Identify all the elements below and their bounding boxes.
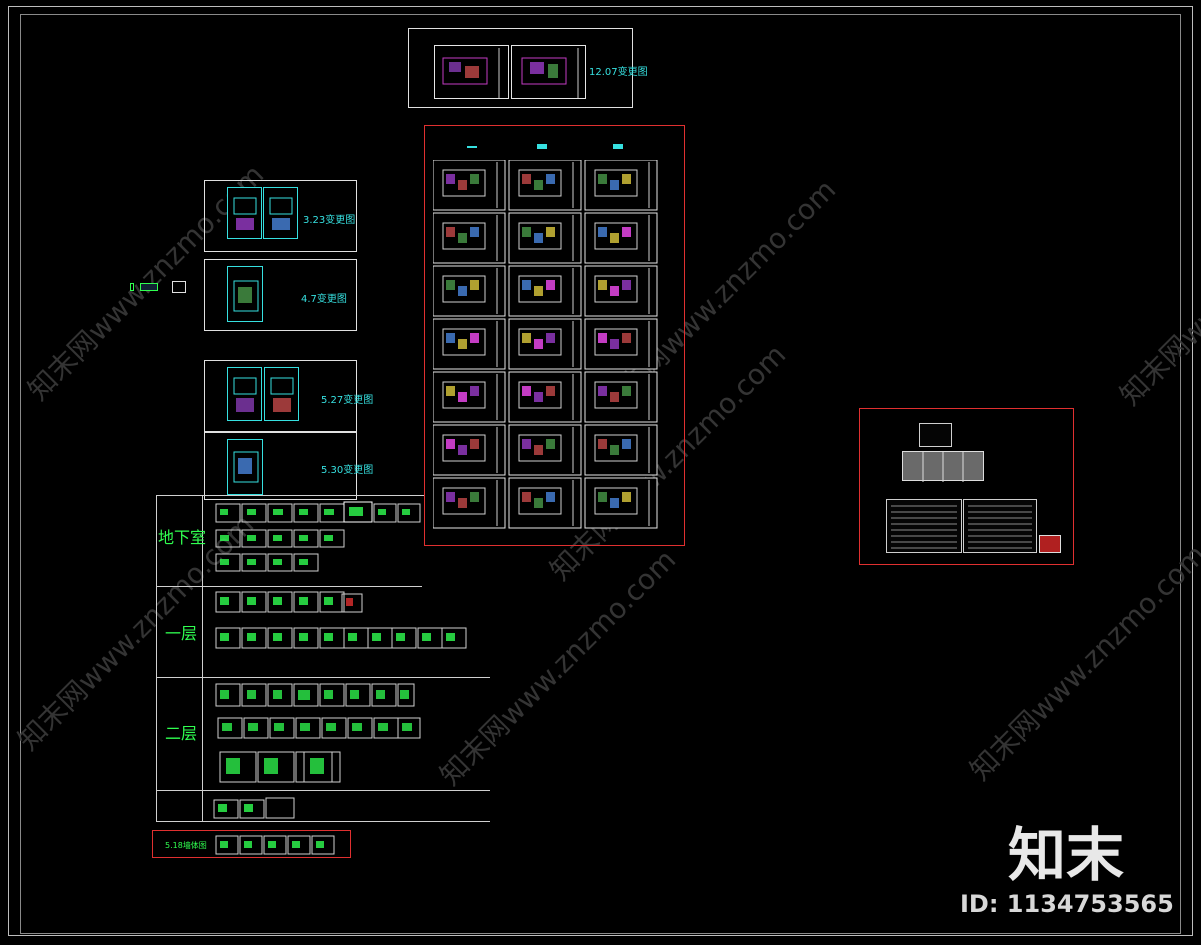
table-line — [156, 790, 490, 791]
table-line — [156, 495, 424, 496]
stage-label-518: 5.18墙体图 — [165, 841, 207, 850]
drawing-sheet[interactable] — [508, 160, 582, 211]
column-header-mark — [613, 144, 623, 149]
brand-logo: 知末 — [1008, 821, 1125, 889]
drawing-sheet[interactable] — [227, 439, 263, 495]
sheet-group-1207[interactable]: 12.07变更图 — [408, 28, 648, 108]
drawing-sheet[interactable] — [433, 477, 506, 529]
drawing-sheet[interactable] — [263, 187, 298, 239]
column-header-mark — [537, 144, 547, 149]
drawing-sheet[interactable] — [433, 424, 506, 476]
drawing-sheet[interactable] — [508, 371, 582, 423]
drawing-sheet[interactable] — [508, 265, 582, 317]
sheet-group-323[interactable]: 3.23变更图 — [204, 180, 357, 252]
drawing-sheet[interactable] — [511, 45, 586, 99]
drawing-border-outer — [8, 6, 1193, 936]
column-header-mark — [467, 146, 477, 148]
drawing-sheet[interactable] — [508, 424, 582, 476]
sheet-group-518[interactable]: 5.18墙体图 — [152, 830, 351, 858]
floor-label-first: 一层 — [165, 624, 198, 643]
table-line — [156, 821, 490, 822]
drawing-matrix — [433, 160, 658, 529]
stage-label-1207: 12.07变更图 — [589, 67, 648, 78]
drawing-sheet[interactable] — [508, 212, 582, 264]
stray-mark — [172, 281, 186, 293]
stage-label-323: 3.23变更图 — [303, 215, 356, 226]
stage-label-47: 4.7变更图 — [301, 294, 347, 305]
drawing-sheet[interactable] — [433, 160, 506, 211]
sheet-group-530[interactable]: 5.30变更图 — [204, 432, 373, 500]
floor-label-second: 二层 — [165, 724, 198, 743]
drawing-sheet[interactable] — [508, 318, 582, 370]
drawing-sheet[interactable] — [584, 424, 658, 476]
drawing-sheet[interactable] — [584, 371, 658, 423]
brand-id: ID: 1134753565 — [960, 890, 1174, 918]
index-sheet-group[interactable] — [859, 408, 1074, 565]
drawing-sheet[interactable] — [584, 318, 658, 370]
sheet-group-47[interactable]: 4.7变更图 — [204, 259, 357, 331]
main-drawing-set[interactable] — [424, 125, 685, 546]
drawing-sheet[interactable] — [584, 212, 658, 264]
table-line — [156, 586, 422, 587]
stray-mark — [140, 283, 158, 291]
stage-label-530: 5.30变更图 — [321, 465, 374, 476]
drawing-list-sheet[interactable] — [886, 499, 962, 553]
wall-sheets[interactable] — [215, 834, 345, 856]
drawing-sheet[interactable] — [227, 187, 262, 239]
drawing-sheet[interactable] — [433, 212, 506, 264]
drawing-sheet[interactable] — [584, 265, 658, 317]
drawing-sheet[interactable] — [433, 318, 506, 370]
stage-label-527: 5.27变更图 — [321, 395, 374, 406]
sheet-group-527[interactable]: 5.27变更图 — [204, 360, 373, 432]
table-line — [156, 677, 490, 678]
drawing-sheet[interactable] — [227, 367, 262, 421]
cover-sheet[interactable] — [919, 423, 952, 447]
color-legend-sheet — [1039, 535, 1061, 553]
basement-sheets[interactable] — [214, 500, 424, 578]
roof-sheets[interactable] — [212, 796, 302, 820]
drawing-sheet[interactable] — [433, 371, 506, 423]
title-sheets[interactable] — [902, 451, 984, 482]
drawing-sheet[interactable] — [584, 477, 658, 529]
drawing-sheet[interactable] — [264, 367, 299, 421]
stray-mark — [130, 283, 134, 291]
drawing-sheet[interactable] — [434, 45, 509, 99]
drawing-sheet[interactable] — [584, 160, 658, 211]
drawing-sheet[interactable] — [433, 265, 506, 317]
drawing-border-inner — [20, 14, 1181, 934]
floor-label-basement: 地下室 — [158, 528, 207, 547]
drawing-sheet[interactable] — [227, 266, 263, 322]
table-line — [156, 495, 157, 821]
drawing-list-sheet[interactable] — [963, 499, 1037, 553]
table-line — [202, 495, 203, 821]
drawing-sheet[interactable] — [508, 477, 582, 529]
first-floor-sheets[interactable] — [214, 588, 474, 652]
second-floor-sheets[interactable] — [214, 682, 424, 786]
